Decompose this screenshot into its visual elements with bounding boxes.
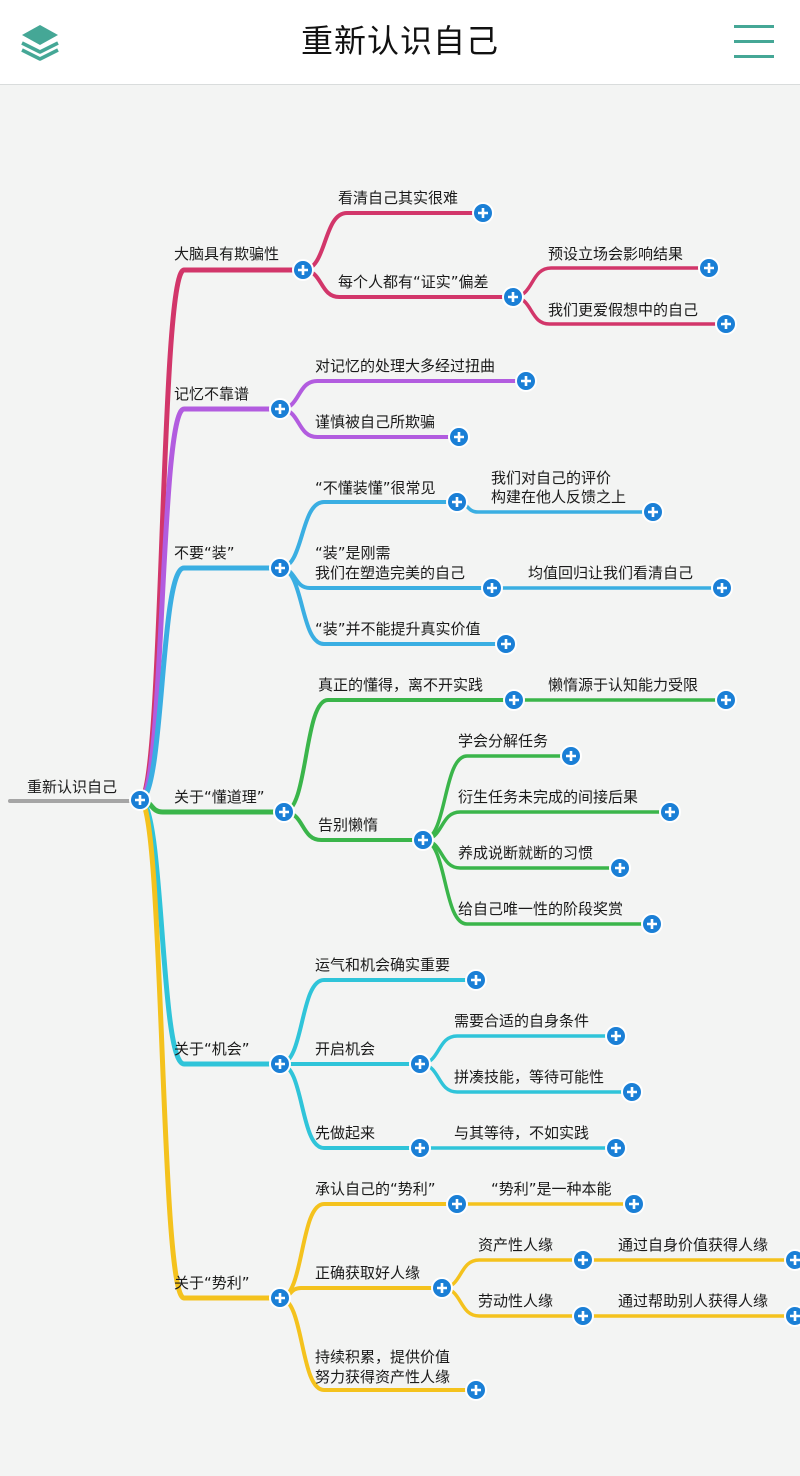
branch-4-child-2-expand-button[interactable] bbox=[412, 829, 434, 851]
branch-5-child-2-child-2-expand-button[interactable] bbox=[621, 1081, 643, 1103]
branch-3-child-3-expand-button[interactable] bbox=[495, 633, 517, 655]
branch-2-label: 记忆不靠谱 bbox=[174, 385, 249, 403]
branch-6-child-2-child-1-connector bbox=[440, 1258, 585, 1290]
hamburger-menu-icon[interactable] bbox=[732, 22, 776, 62]
branch-6-child-2-child-2-expand-button[interactable] bbox=[572, 1305, 594, 1327]
page-title: 重新认识自己 bbox=[300, 22, 499, 60]
branch-4-child-1-child-1-label: 懒惰源于认知能力受限 bbox=[548, 676, 698, 694]
branch-3-child-1-child-1-expand-button[interactable] bbox=[642, 501, 664, 523]
branch-6-child-1-label: 承认自己的“势利” bbox=[315, 1180, 436, 1198]
branch-6-child-2-child-1-expand-button[interactable] bbox=[572, 1249, 594, 1271]
branch-6-child-2-label: 正确获取好人缘 bbox=[315, 1264, 420, 1282]
branch-1-child-2-child-1-label: 预设立场会影响结果 bbox=[548, 245, 683, 263]
branch-6-child-2-child-2-child-1-label: 通过帮助别人获得人缘 bbox=[618, 1292, 768, 1310]
branch-3-connector bbox=[137, 565, 283, 803]
branch-4-child-2-child-1-label: 学会分解任务 bbox=[458, 732, 548, 750]
branch-6-child-2-child-1-child-1-label: 通过自身价值获得人缘 bbox=[618, 1236, 768, 1254]
branch-5-child-3-child-1-label: 与其等待，不如实践 bbox=[454, 1124, 589, 1142]
branch-6-child-1-expand-button[interactable] bbox=[446, 1193, 468, 1215]
layers-icon[interactable] bbox=[18, 20, 62, 64]
branch-4-child-2-child-2-label: 衍生任务未完成的间接后果 bbox=[458, 788, 638, 806]
branch-3-child-1-child-1-label-line-1: 我们对自己的评价 bbox=[491, 469, 611, 487]
branch-4-child-2-child-2-connector bbox=[421, 810, 672, 842]
branch-1-child-2-child-1-expand-button[interactable] bbox=[698, 257, 720, 279]
branch-3-child-2-label-line-2: 我们在塑造完美的自己 bbox=[315, 564, 465, 582]
branch-4-child-2-child-1-expand-button[interactable] bbox=[560, 745, 582, 767]
branch-4-child-1-expand-button[interactable] bbox=[503, 689, 525, 711]
branch-4-child-2-child-4-label: 给自己唯一性的阶段奖赏 bbox=[458, 900, 623, 918]
branch-6-child-2-child-1-label: 资产性人缘 bbox=[478, 1236, 553, 1254]
branch-5-child-1-connector bbox=[278, 978, 478, 1066]
branch-6-expand-button[interactable] bbox=[269, 1287, 291, 1309]
branch-2-child-1-connector bbox=[278, 379, 528, 411]
branch-5-child-1-expand-button[interactable] bbox=[465, 969, 487, 991]
branch-4-child-1-child-1-expand-button[interactable] bbox=[715, 689, 737, 711]
branch-3-child-1-label: “不懂装懂”很常见 bbox=[315, 479, 436, 497]
branch-4-child-1-label: 真正的懂得，离不开实践 bbox=[318, 676, 483, 694]
branch-1-child-2-child-2-label: 我们更爱假想中的自己 bbox=[548, 301, 698, 319]
branch-6-child-2-connector bbox=[278, 1286, 444, 1300]
branch-3-child-2-child-1-expand-button[interactable] bbox=[711, 577, 733, 599]
branch-4-label: 关于“懂道理” bbox=[174, 788, 265, 806]
branch-5-label: 关于“机会” bbox=[174, 1040, 250, 1058]
branch-1-child-1-label: 看清自己其实很难 bbox=[338, 189, 458, 207]
branch-3-expand-button[interactable] bbox=[269, 557, 291, 579]
branch-1-child-2-child-1-connector bbox=[511, 266, 711, 299]
branch-3-child-2-label-line-1: “装”是刚需 bbox=[315, 544, 391, 562]
branch-3-child-2-expand-button[interactable] bbox=[481, 577, 503, 599]
branch-6-child-2-expand-button[interactable] bbox=[431, 1277, 453, 1299]
branch-2-connector bbox=[137, 406, 283, 803]
branch-2-child-2-label: 谨慎被自己所欺骗 bbox=[315, 413, 435, 431]
branch-2-expand-button[interactable] bbox=[269, 398, 291, 420]
branch-3-label: 不要“装” bbox=[174, 544, 235, 562]
branch-6-child-1-connector bbox=[278, 1202, 459, 1300]
branch-5-expand-button[interactable] bbox=[269, 1053, 291, 1075]
branch-5-child-3-label: 先做起来 bbox=[315, 1124, 375, 1142]
branch-1-child-2-label: 每个人都有“证实”偏差 bbox=[338, 273, 489, 291]
top-bar: 重新认识自己 bbox=[0, 0, 800, 85]
branch-4-expand-button[interactable] bbox=[273, 801, 295, 823]
branch-5-child-2-expand-button[interactable] bbox=[409, 1053, 431, 1075]
branch-4-child-2-child-3-label: 养成说断就断的习惯 bbox=[458, 844, 593, 862]
branch-5-child-3-child-1-expand-button[interactable] bbox=[605, 1137, 627, 1159]
branch-6-child-3-label-line-1: 持续积累，提供价值 bbox=[315, 1348, 450, 1366]
branch-4-child-2-child-3-expand-button[interactable] bbox=[609, 857, 631, 879]
branch-1-child-1-expand-button[interactable] bbox=[472, 202, 494, 224]
branch-1-expand-button[interactable] bbox=[292, 259, 314, 281]
branch-4-child-2-child-2-expand-button[interactable] bbox=[659, 801, 681, 823]
branch-5-child-3-expand-button[interactable] bbox=[409, 1137, 431, 1159]
branch-4-child-2-child-4-expand-button[interactable] bbox=[641, 913, 663, 935]
branch-5-child-2-child-1-expand-button[interactable] bbox=[605, 1025, 627, 1047]
branch-5-child-2-child-1-label: 需要合适的自身条件 bbox=[454, 1012, 589, 1030]
branch-5-child-2-child-2-label: 拼凑技能，等待可能性 bbox=[454, 1068, 604, 1086]
branch-6-child-2-child-1-child-1-expand-button[interactable] bbox=[784, 1249, 800, 1271]
branch-2-child-2-expand-button[interactable] bbox=[448, 426, 470, 448]
branch-1-child-2-child-2-expand-button[interactable] bbox=[715, 313, 737, 335]
branch-2-child-1-expand-button[interactable] bbox=[515, 370, 537, 392]
branch-6-child-2-child-2-label: 劳动性人缘 bbox=[478, 1292, 553, 1310]
branch-3-child-2-child-1-label: 均值回归让我们看清自己 bbox=[528, 564, 693, 582]
branch-6-connector bbox=[137, 797, 283, 1301]
branch-2-child-1-label: 对记忆的处理大多经过扭曲 bbox=[315, 357, 495, 375]
branch-3-child-1-child-1-label-line-2: 构建在他人反馈之上 bbox=[491, 488, 626, 506]
branch-1-child-1-connector bbox=[301, 211, 485, 272]
branch-1-child-2-expand-button[interactable] bbox=[502, 286, 524, 308]
branch-4-child-2-label: 告别懒惰 bbox=[318, 816, 378, 834]
branch-3-child-3-label: “装”并不能提升真实价值 bbox=[315, 620, 481, 638]
root-node-label: 重新认识自己 bbox=[27, 778, 117, 796]
branch-6-child-3-label-line-2: 努力获得资产性人缘 bbox=[315, 1368, 450, 1386]
branch-6-label: 关于“势利” bbox=[174, 1274, 250, 1292]
branch-3-child-1-expand-button[interactable] bbox=[446, 491, 468, 513]
branch-6-child-2-child-2-child-1-expand-button[interactable] bbox=[784, 1305, 800, 1327]
branch-6-child-1-child-1-expand-button[interactable] bbox=[623, 1193, 645, 1215]
branch-5-child-2-label: 开启机会 bbox=[315, 1040, 375, 1058]
branch-5-child-2-child-1-connector bbox=[418, 1034, 618, 1066]
branch-6-child-3-expand-button[interactable] bbox=[465, 1379, 487, 1401]
branch-5-child-1-label: 运气和机会确实重要 bbox=[315, 956, 450, 974]
branch-1-label: 大脑具有欺骗性 bbox=[174, 245, 279, 263]
root-expand-button[interactable] bbox=[129, 789, 151, 811]
branch-6-child-1-child-1-label: “势利”是一种本能 bbox=[491, 1180, 612, 1198]
